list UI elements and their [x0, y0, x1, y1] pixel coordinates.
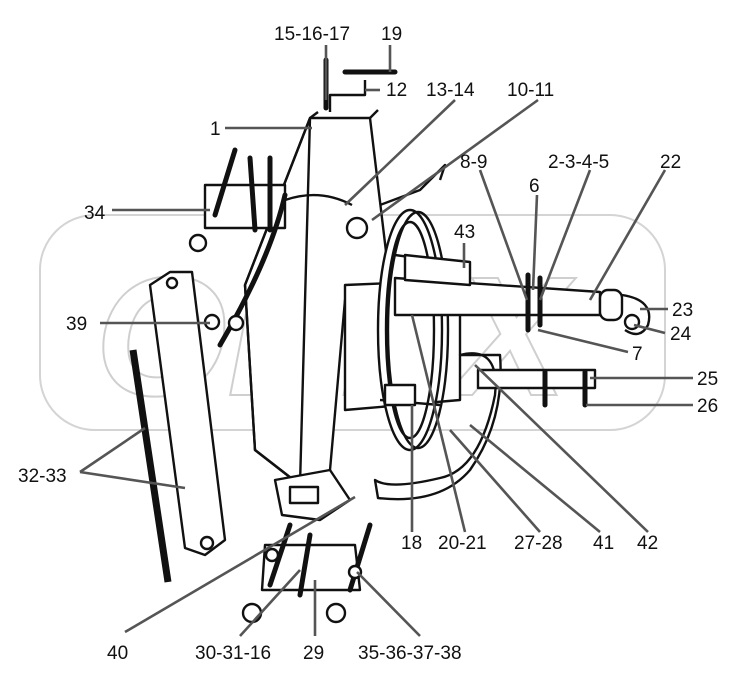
- label-42: 42: [637, 533, 658, 554]
- bolt-34b: [247, 155, 258, 233]
- bracket-25: [476, 368, 597, 390]
- label-12: 12: [386, 80, 407, 101]
- label-22: 22: [660, 152, 681, 173]
- bracket-10-11: [379, 163, 447, 207]
- bushing-34: [188, 233, 208, 253]
- hose-end: [598, 288, 624, 322]
- leader-10-11: [371, 98, 539, 222]
- leader-13-14: [344, 99, 456, 206]
- radiator-top-edge: [309, 111, 319, 119]
- fan-ring-inner: [384, 220, 436, 440]
- nut-36: [347, 564, 363, 580]
- label-19: 19: [381, 24, 402, 45]
- frame-hole-bottom: [199, 535, 215, 551]
- washer-30: [241, 602, 263, 624]
- elbow-hose: [621, 293, 651, 336]
- lower-hose: [373, 352, 502, 501]
- label-15-16-17: 15-16-17: [274, 24, 350, 45]
- label-41: 41: [593, 533, 614, 554]
- bracket-43: [403, 253, 472, 287]
- leader-41: [469, 423, 601, 534]
- washer-35: [325, 602, 347, 624]
- label-6: 6: [529, 176, 540, 197]
- radiator-assembly: [129, 57, 651, 624]
- leader-24: [633, 323, 666, 335]
- label-2-3-4-5: 2-3-4-5: [548, 152, 609, 173]
- vent-hose: [284, 193, 353, 207]
- clamp-24: [623, 313, 641, 331]
- leader-32-33-a: [79, 426, 146, 474]
- label-32-33: 32-33: [18, 466, 67, 487]
- leader-22: [588, 169, 667, 301]
- leader-7: [537, 328, 629, 354]
- side-frame: [148, 270, 227, 557]
- label-43: 43: [454, 222, 475, 243]
- leader-32-33-b: [79, 470, 186, 490]
- isolator-39b: [227, 314, 245, 332]
- label-26: 26: [697, 396, 718, 417]
- label-18: 18: [401, 533, 422, 554]
- nut-29a: [264, 547, 280, 563]
- leader-42: [474, 364, 649, 533]
- bolt-30: [267, 522, 293, 588]
- label-13-14: 13-14: [426, 80, 475, 101]
- fitting-13-14: [345, 216, 369, 240]
- label-8-9: 8-9: [460, 152, 487, 173]
- bolt-cluster-34: [188, 147, 287, 253]
- callout-labels: 15-16-17 19 12 13-14 10-11 1 8-9 2-3-4-5…: [18, 24, 718, 664]
- frame-hole-top: [165, 276, 179, 290]
- label-29: 29: [303, 643, 324, 664]
- drain-plate: [288, 485, 320, 505]
- leader-8-9: [478, 169, 529, 301]
- label-7: 7: [632, 344, 643, 365]
- leader-6: [531, 194, 539, 291]
- bolt-35: [347, 522, 373, 593]
- leader-30-31-16: [239, 569, 301, 637]
- bolt-34a: [212, 147, 238, 218]
- label-40: 40: [107, 643, 128, 664]
- label-27-28: 27-28: [514, 533, 563, 554]
- leader-40: [124, 495, 356, 634]
- label-20-21: 20-21: [438, 533, 487, 554]
- leader-35-36-37-38: [356, 571, 421, 637]
- lower-mount: [241, 522, 373, 624]
- mount-plate-34: [203, 183, 287, 230]
- label-39: 39: [66, 314, 87, 335]
- label-24: 24: [670, 324, 692, 345]
- leader-2-3-4-5: [538, 169, 592, 301]
- pulley-18: [383, 383, 417, 407]
- bottom-tank: [273, 468, 352, 522]
- fan-ring-outer: [386, 210, 450, 450]
- leader-27-28: [449, 429, 541, 533]
- label-23: 23: [672, 300, 693, 321]
- label-10-11: 10-11: [507, 80, 554, 101]
- leader-20-21: [410, 314, 467, 533]
- label-35-36-37-38: 35-36-37-38: [358, 643, 462, 664]
- label-25: 25: [697, 369, 718, 390]
- radiator-top-edge-2: [369, 109, 379, 119]
- label-30-31-16: 30-31-16: [195, 643, 271, 664]
- seal-strip: [129, 349, 172, 583]
- mount-bracket-12: [328, 80, 367, 112]
- lower-bracket-29: [260, 543, 362, 592]
- radiator-side: [243, 116, 312, 487]
- label-34: 34: [84, 203, 106, 224]
- bolt-31: [297, 532, 313, 598]
- label-1: 1: [210, 119, 221, 140]
- leader-lines: [79, 45, 693, 637]
